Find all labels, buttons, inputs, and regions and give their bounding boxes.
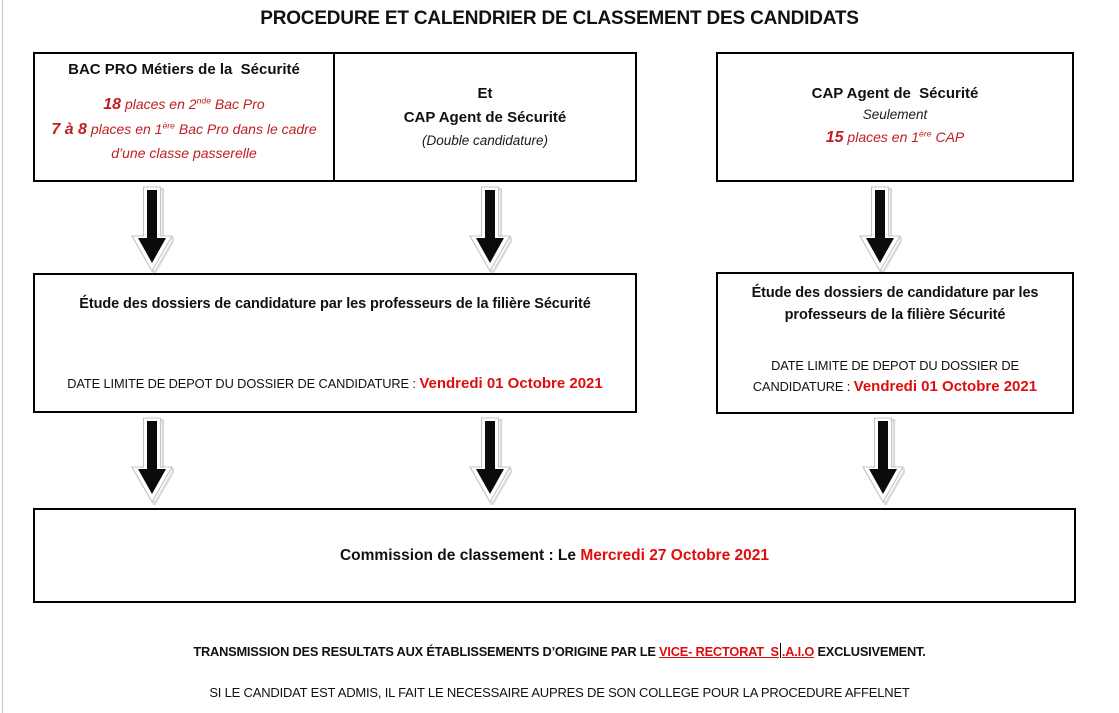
- cap-only-places: 15 places en 1ère CAP: [825, 127, 965, 146]
- footer-affelnet: SI LE CANDIDAT EST ADMIS, IL FAIT LE NEC…: [209, 685, 910, 700]
- study-right-deadline: DATE LIMITE DE DEPOT DU DOSSIER DE CANDI…: [752, 358, 1038, 395]
- commission-date: Mercredi 27 Octobre 2021: [580, 546, 769, 564]
- down-arrow: [859, 186, 902, 274]
- down-arrow: [131, 417, 174, 505]
- double-cap-title: CAP Agent de Sécurité: [403, 109, 567, 127]
- bac-pro-places-line1: 18 places en 2nde Bac Pro: [103, 95, 265, 114]
- left-edge-line: [2, 0, 3, 713]
- box-bac-pro: BAC PRO Métiers de la Sécurité 18 places…: [33, 52, 335, 182]
- study-left-heading: Étude des dossiers de candidature par le…: [79, 296, 591, 312]
- deadline-date: Vendredi 01 Octobre 2021: [419, 374, 603, 392]
- commission-line: Commission de classement : Le Mercredi 2…: [339, 546, 769, 564]
- box-commission: Commission de classement : Le Mercredi 2…: [33, 508, 1076, 603]
- cap-only-title: CAP Agent de Sécurité: [811, 84, 979, 102]
- box-study-right: Étude des dossiers de candidature par le…: [716, 272, 1074, 414]
- study-left-deadline: DATE LIMITE DE DEPOT DU DOSSIER DE CANDI…: [67, 374, 603, 392]
- footer-transmission: TRANSMISSION DES RESULTATS AUX ÉTABLISSE…: [193, 643, 926, 659]
- bac-pro-title: BAC PRO Métiers de la Sécurité: [68, 61, 300, 78]
- bac-pro-places: 18 places en 2nde Bac Pro 7 à 8 places e…: [41, 93, 327, 164]
- bac-pro-places-line2: 7 à 8 places en 1ère Bac Pro dans le cad…: [51, 120, 317, 139]
- box-cap-only: CAP Agent de Sécurité Seulement 15 place…: [716, 52, 1074, 182]
- down-arrow: [469, 417, 512, 505]
- study-right-heading: Étude des dossiers de candidature par le…: [751, 285, 1039, 324]
- text-cursor: [779, 643, 781, 658]
- bac-pro-places-line3: d’une classe passerelle: [111, 144, 257, 161]
- cap-only-subtitle: Seulement: [862, 106, 928, 122]
- double-et: Et: [477, 85, 493, 103]
- vice-rectorat-saio-highlight: VICE- RECTORAT S.A.I.O: [659, 643, 815, 659]
- down-arrow: [131, 186, 174, 274]
- down-arrow: [862, 417, 905, 505]
- box-study-left: Étude des dossiers de candidature par le…: [33, 273, 637, 413]
- deadline-date: Vendredi 01 Octobre 2021: [853, 377, 1038, 395]
- box-double-candidature: Et CAP Agent de Sécurité (Double candida…: [335, 52, 637, 182]
- page-title: PROCEDURE ET CALENDRIER DE CLASSEMENT DE…: [260, 8, 859, 29]
- double-subtitle: (Double candidature): [421, 133, 549, 149]
- down-arrow: [469, 186, 512, 274]
